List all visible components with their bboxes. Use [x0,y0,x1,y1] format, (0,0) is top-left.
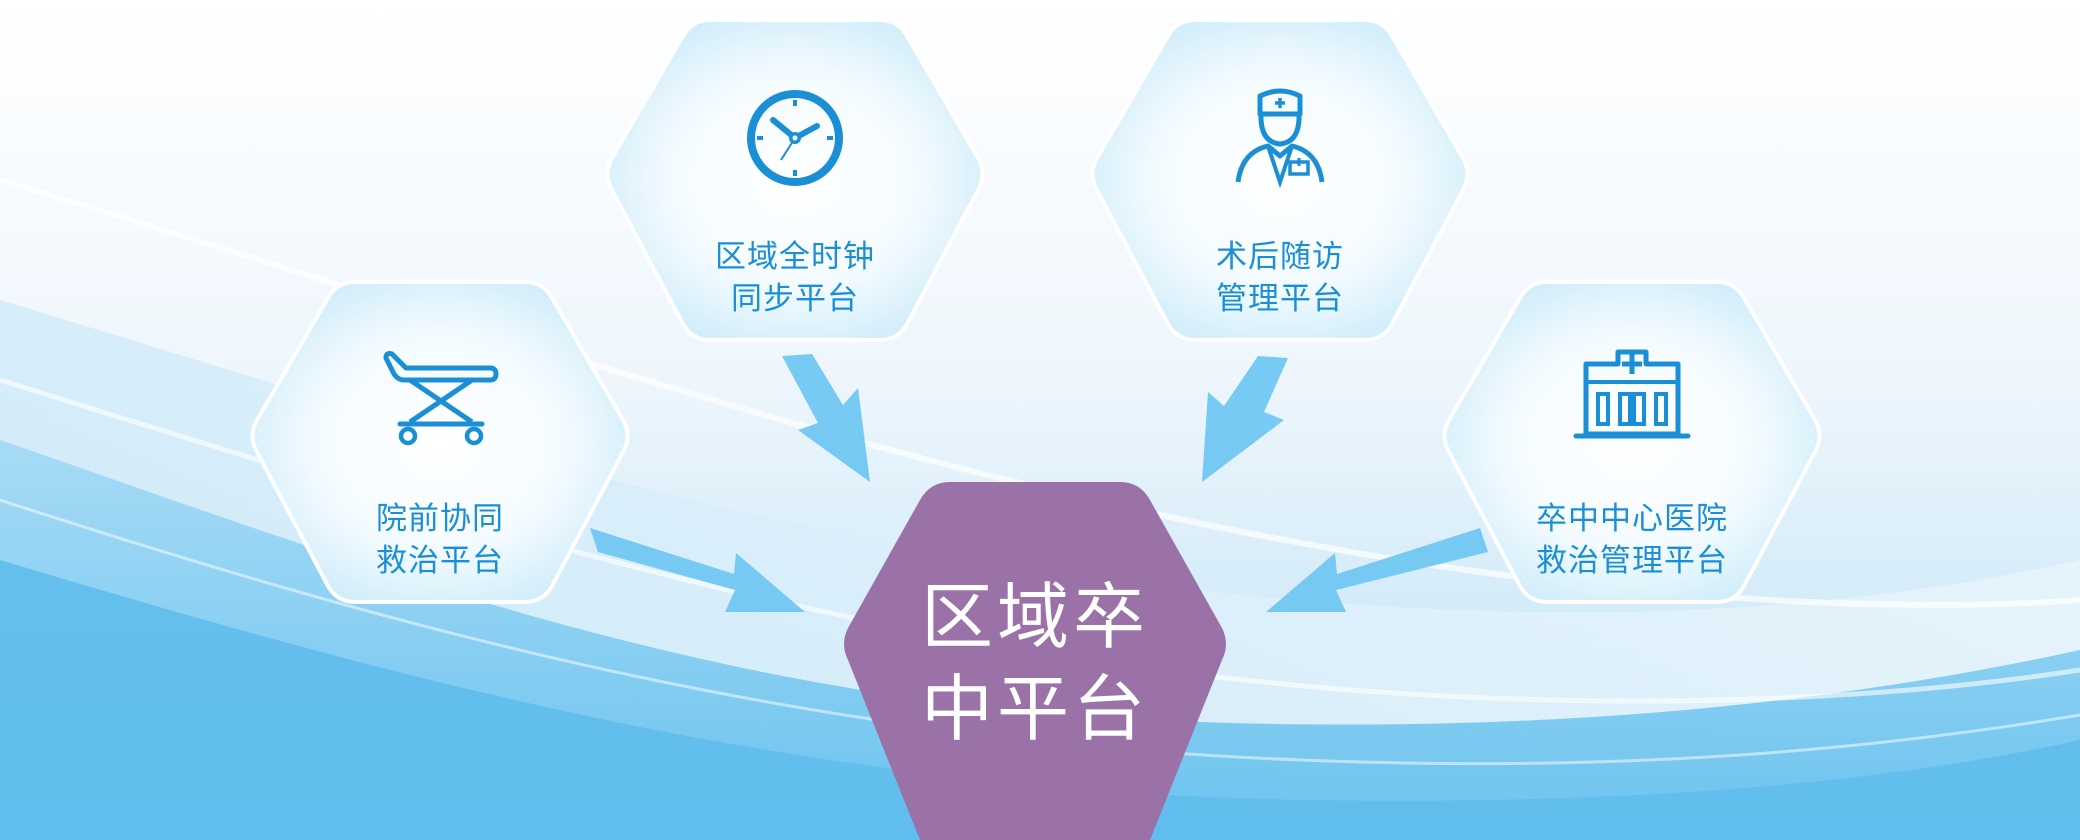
stretcher-icon [383,351,499,446]
clock-icon [747,90,843,186]
arrow-stretcher-to-center [590,528,805,612]
node-label-line2: 救治平台 [376,543,504,579]
center-label-line1: 区域卒 [920,575,1149,659]
node-label-line2: 同步平台 [731,281,859,317]
node-prehospital-platform: 院前协同 救治平台 [245,270,635,630]
node-label-line1: 术后随访 [1216,239,1344,275]
hexagon-background [250,280,630,604]
doctor-icon [1235,88,1325,189]
node-label: 区域全时钟 同步平台 [600,236,990,320]
node-followup-platform: 术后随访 管理平台 [1085,8,1475,368]
node-clock-sync-platform: 区域全时钟 同步平台 [600,8,990,368]
node-label-line1: 区域全时钟 [715,239,875,275]
center-label: 区域卒 中平台 [840,571,1230,755]
arrow-hospital-to-center [1266,528,1488,612]
center-node-regional-stroke-platform: 区域卒 中平台 [840,478,1230,840]
node-label-line2: 救治管理平台 [1536,543,1728,579]
arrow-clock-to-center [782,354,870,482]
center-label-line2: 中平台 [920,667,1149,751]
center-hexagon [844,482,1226,840]
node-stroke-center-hospital-platform: 卒中中心医院 救治管理平台 [1437,270,1827,630]
arrow-doctor-to-center [1202,356,1288,482]
node-label: 院前协同 救治平台 [245,498,635,582]
node-label-line1: 院前协同 [376,501,504,537]
node-label: 术后随访 管理平台 [1085,236,1475,320]
node-label-line1: 卒中中心医院 [1536,501,1728,537]
node-label-line2: 管理平台 [1216,281,1344,317]
hospital-icon [1573,349,1691,439]
hexagon-background [1442,280,1822,604]
node-label: 卒中中心医院 救治管理平台 [1437,498,1827,582]
